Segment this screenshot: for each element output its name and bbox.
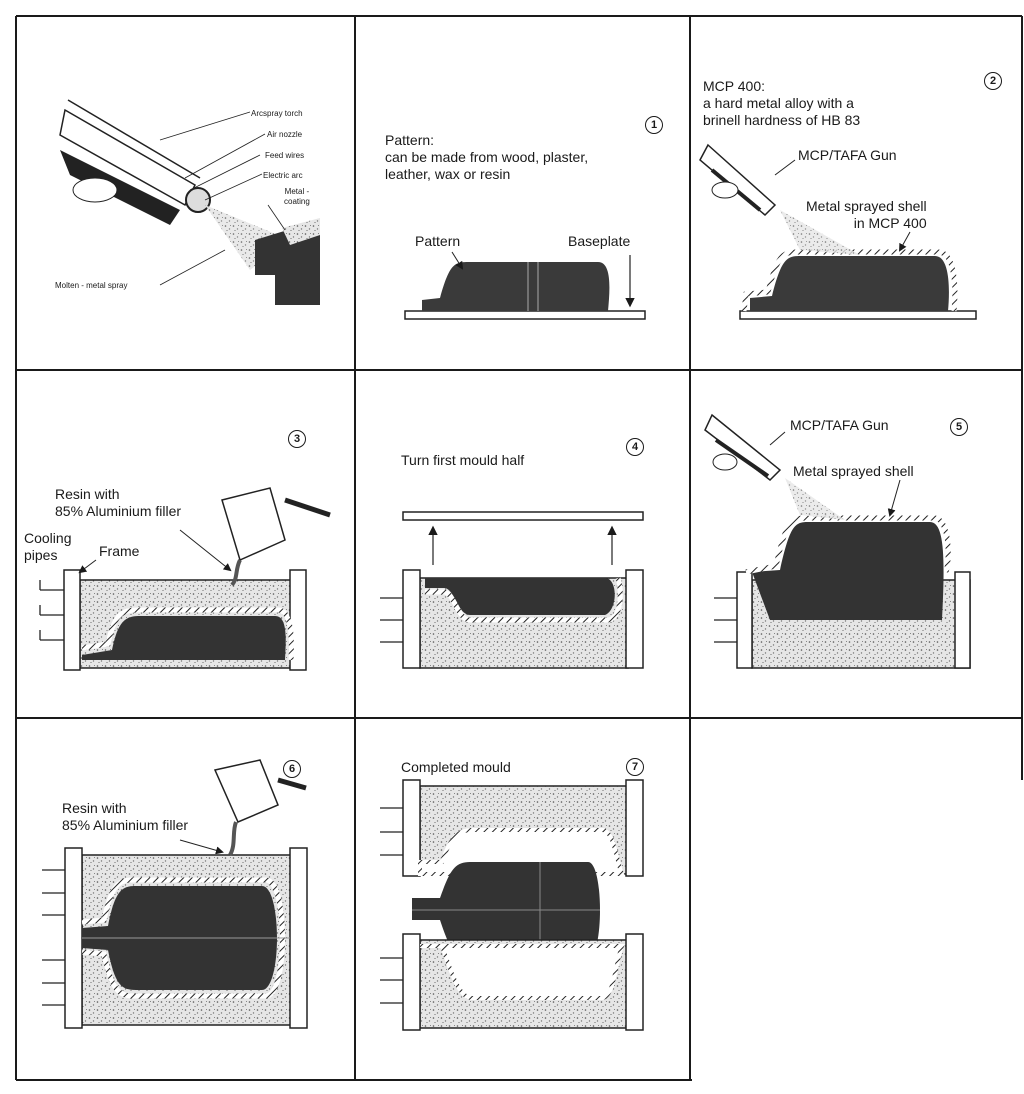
pattern-on-baseplate bbox=[405, 252, 645, 319]
electric-arc-label: Electric arc bbox=[263, 171, 303, 181]
feed-wires-label: Feed wires bbox=[265, 151, 304, 161]
step-badge-2: 2 bbox=[984, 72, 1002, 90]
completed-mould-label: Completed mould bbox=[401, 759, 511, 776]
step-badge-4: 4 bbox=[626, 438, 644, 456]
mcp400-note: MCP 400: a hard metal alloy with a brine… bbox=[703, 78, 860, 129]
frame-label: Frame bbox=[99, 543, 139, 560]
sprayed-shell-step2 bbox=[700, 145, 976, 319]
step-badge-6: 6 bbox=[283, 760, 301, 778]
metal-sprayed-shell-label: Metal sprayed shell in MCP 400 bbox=[806, 198, 927, 232]
step-badge-3: 3 bbox=[288, 430, 306, 448]
air-nozzle-label: Air nozzle bbox=[267, 130, 302, 140]
step-badge-7: 7 bbox=[626, 758, 644, 776]
molten-metal-spray-label: Molten - metal spray bbox=[55, 281, 127, 291]
metal-sprayed-shell-label-5: Metal sprayed shell bbox=[793, 463, 914, 480]
completed-mould-step7 bbox=[380, 780, 643, 1030]
sprayed-shell-step5 bbox=[705, 415, 970, 668]
mcp-tafa-gun-label: MCP/TAFA Gun bbox=[798, 147, 897, 164]
pattern-label: Pattern bbox=[415, 233, 460, 250]
step-badge-1: 1 bbox=[645, 116, 663, 134]
baseplate-label: Baseplate bbox=[568, 233, 630, 250]
turn-mould-note: Turn first mould half bbox=[401, 452, 524, 469]
metal-coating-label: Metal - coating bbox=[284, 187, 310, 207]
cooling-pipes-label: Cooling pipes bbox=[24, 530, 71, 564]
resin-filler-label: Resin with 85% Aluminium filler bbox=[55, 486, 181, 520]
step-badge-5: 5 bbox=[950, 418, 968, 436]
arcspray-torch-label: Arcspray torch bbox=[251, 109, 303, 119]
turn-mould-half-step4 bbox=[380, 512, 643, 668]
resin-filler-label-6: Resin with 85% Aluminium filler bbox=[62, 800, 188, 834]
mcp-tafa-gun-label-5: MCP/TAFA Gun bbox=[790, 417, 889, 434]
pattern-note: Pattern: can be made from wood, plaster,… bbox=[385, 132, 588, 183]
